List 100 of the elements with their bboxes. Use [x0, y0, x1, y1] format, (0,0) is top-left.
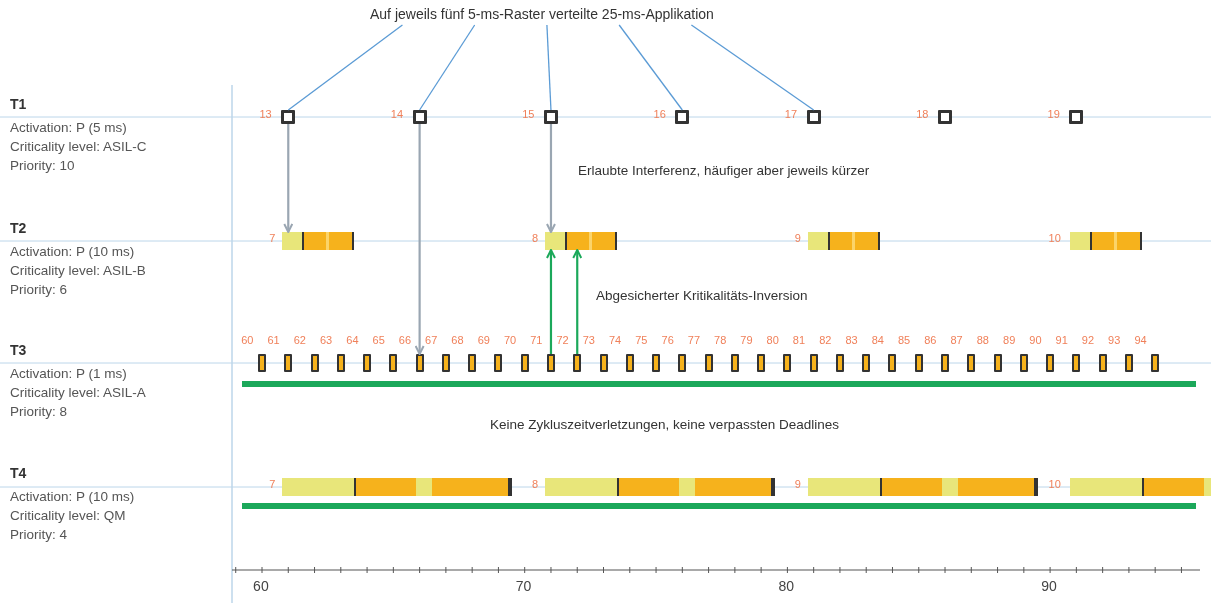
release-number: 94	[1134, 334, 1147, 346]
release-number: 8	[532, 232, 539, 244]
release-number: 75	[635, 334, 648, 346]
release-number: 9	[794, 232, 801, 244]
leader-line	[418, 24, 476, 111]
job-box	[1124, 354, 1133, 372]
job-box	[1069, 110, 1084, 124]
job-bar	[282, 232, 355, 250]
leader-line	[287, 24, 404, 111]
release-number: 60	[241, 334, 254, 346]
task-property: Criticality level: ASIL-B	[10, 263, 146, 278]
release-number: 81	[792, 334, 806, 346]
task-property: Activation: P (5 ms)	[10, 120, 127, 135]
release-number: 63	[320, 334, 333, 346]
release-number: 78	[714, 334, 727, 346]
release-number: 13	[259, 108, 272, 120]
release-number: 91	[1055, 334, 1068, 346]
release-number: 62	[293, 334, 306, 346]
job-box	[441, 354, 450, 372]
arrow	[283, 124, 294, 233]
task-property: Priority: 6	[10, 282, 67, 297]
release-number: 15	[522, 108, 535, 120]
arrow	[545, 249, 556, 354]
release-number: 83	[845, 334, 858, 346]
job-box	[520, 354, 529, 372]
release-number: 88	[976, 334, 989, 346]
job-box	[336, 354, 345, 372]
arrow	[414, 124, 425, 355]
release-number: 69	[477, 334, 490, 346]
job-box	[284, 354, 293, 372]
task-property: Activation: P (1 ms)	[10, 366, 127, 381]
job-box	[389, 354, 398, 372]
job-box	[1098, 354, 1107, 372]
job-box	[1019, 354, 1028, 372]
job-bar	[1070, 232, 1143, 250]
release-number: 67	[425, 334, 438, 346]
task-name: T1	[10, 96, 27, 112]
task-name: T2	[10, 220, 27, 236]
job-box	[415, 354, 424, 372]
job-box	[258, 354, 266, 372]
job-box	[704, 354, 713, 372]
release-number: 77	[687, 334, 701, 346]
job-box	[546, 354, 555, 372]
release-number: 79	[740, 334, 753, 346]
job-box	[730, 354, 739, 372]
job-box	[1151, 354, 1160, 372]
job-box	[806, 110, 821, 124]
axis-tick-label: 70	[515, 578, 532, 594]
release-number: 73	[582, 334, 595, 346]
axis-tick-label: 90	[1041, 578, 1057, 594]
release-number: 85	[897, 334, 911, 346]
job-box	[468, 354, 477, 372]
release-number: 18	[916, 108, 929, 120]
job-box	[757, 354, 766, 372]
release-number: 72	[556, 334, 569, 346]
job-box	[809, 354, 818, 372]
job-bar	[807, 232, 880, 250]
release-number: 64	[346, 334, 359, 346]
release-number: 68	[451, 334, 464, 346]
task-property: Criticality level: ASIL-C	[10, 139, 147, 154]
job-box	[543, 110, 558, 124]
job-box	[1046, 354, 1055, 372]
task-property: Priority: 10	[10, 158, 75, 173]
release-number: 87	[950, 334, 963, 346]
job-box	[678, 354, 687, 372]
release-number: 71	[530, 334, 543, 346]
job-box	[494, 354, 503, 372]
job-box	[1072, 354, 1081, 372]
task-property: Priority: 4	[10, 527, 67, 542]
job-box	[625, 354, 634, 372]
job-box	[412, 110, 427, 124]
release-number: 7	[269, 478, 276, 490]
release-number: 8	[532, 478, 539, 490]
release-number: 84	[871, 334, 884, 346]
release-number: 16	[653, 108, 666, 120]
release-number: 10	[1048, 232, 1061, 244]
annotation-text: Abgesicherter Kritikalitäts-Inversion	[596, 288, 808, 303]
annotation-text: Erlaubte Interferenz, häufiger aber jeweils kürzer	[578, 163, 870, 178]
release-number: 89	[1003, 334, 1016, 346]
job-bar	[544, 478, 775, 496]
job-bar	[282, 478, 513, 496]
leader-line	[546, 24, 552, 111]
axis-tick-label: 80	[778, 578, 795, 594]
job-box	[938, 110, 952, 124]
annotation-text: Keine Zykluszeitverletzungen, keine verpassten Deadlines	[490, 417, 839, 432]
release-number: 65	[372, 334, 385, 346]
release-number: 19	[1047, 108, 1060, 120]
job-box	[941, 354, 949, 372]
job-bar	[807, 478, 1038, 496]
task-name: T4	[10, 465, 27, 481]
job-box	[783, 354, 792, 372]
job-box	[652, 354, 661, 372]
task-property: Activation: P (10 ms)	[10, 244, 135, 259]
task-property: Criticality level: QM	[10, 508, 126, 523]
job-box	[573, 354, 582, 372]
release-number: 92	[1081, 334, 1095, 346]
job-box	[599, 354, 608, 372]
release-number: 17	[784, 108, 798, 120]
job-box	[835, 354, 844, 372]
release-number: 90	[1029, 334, 1042, 346]
